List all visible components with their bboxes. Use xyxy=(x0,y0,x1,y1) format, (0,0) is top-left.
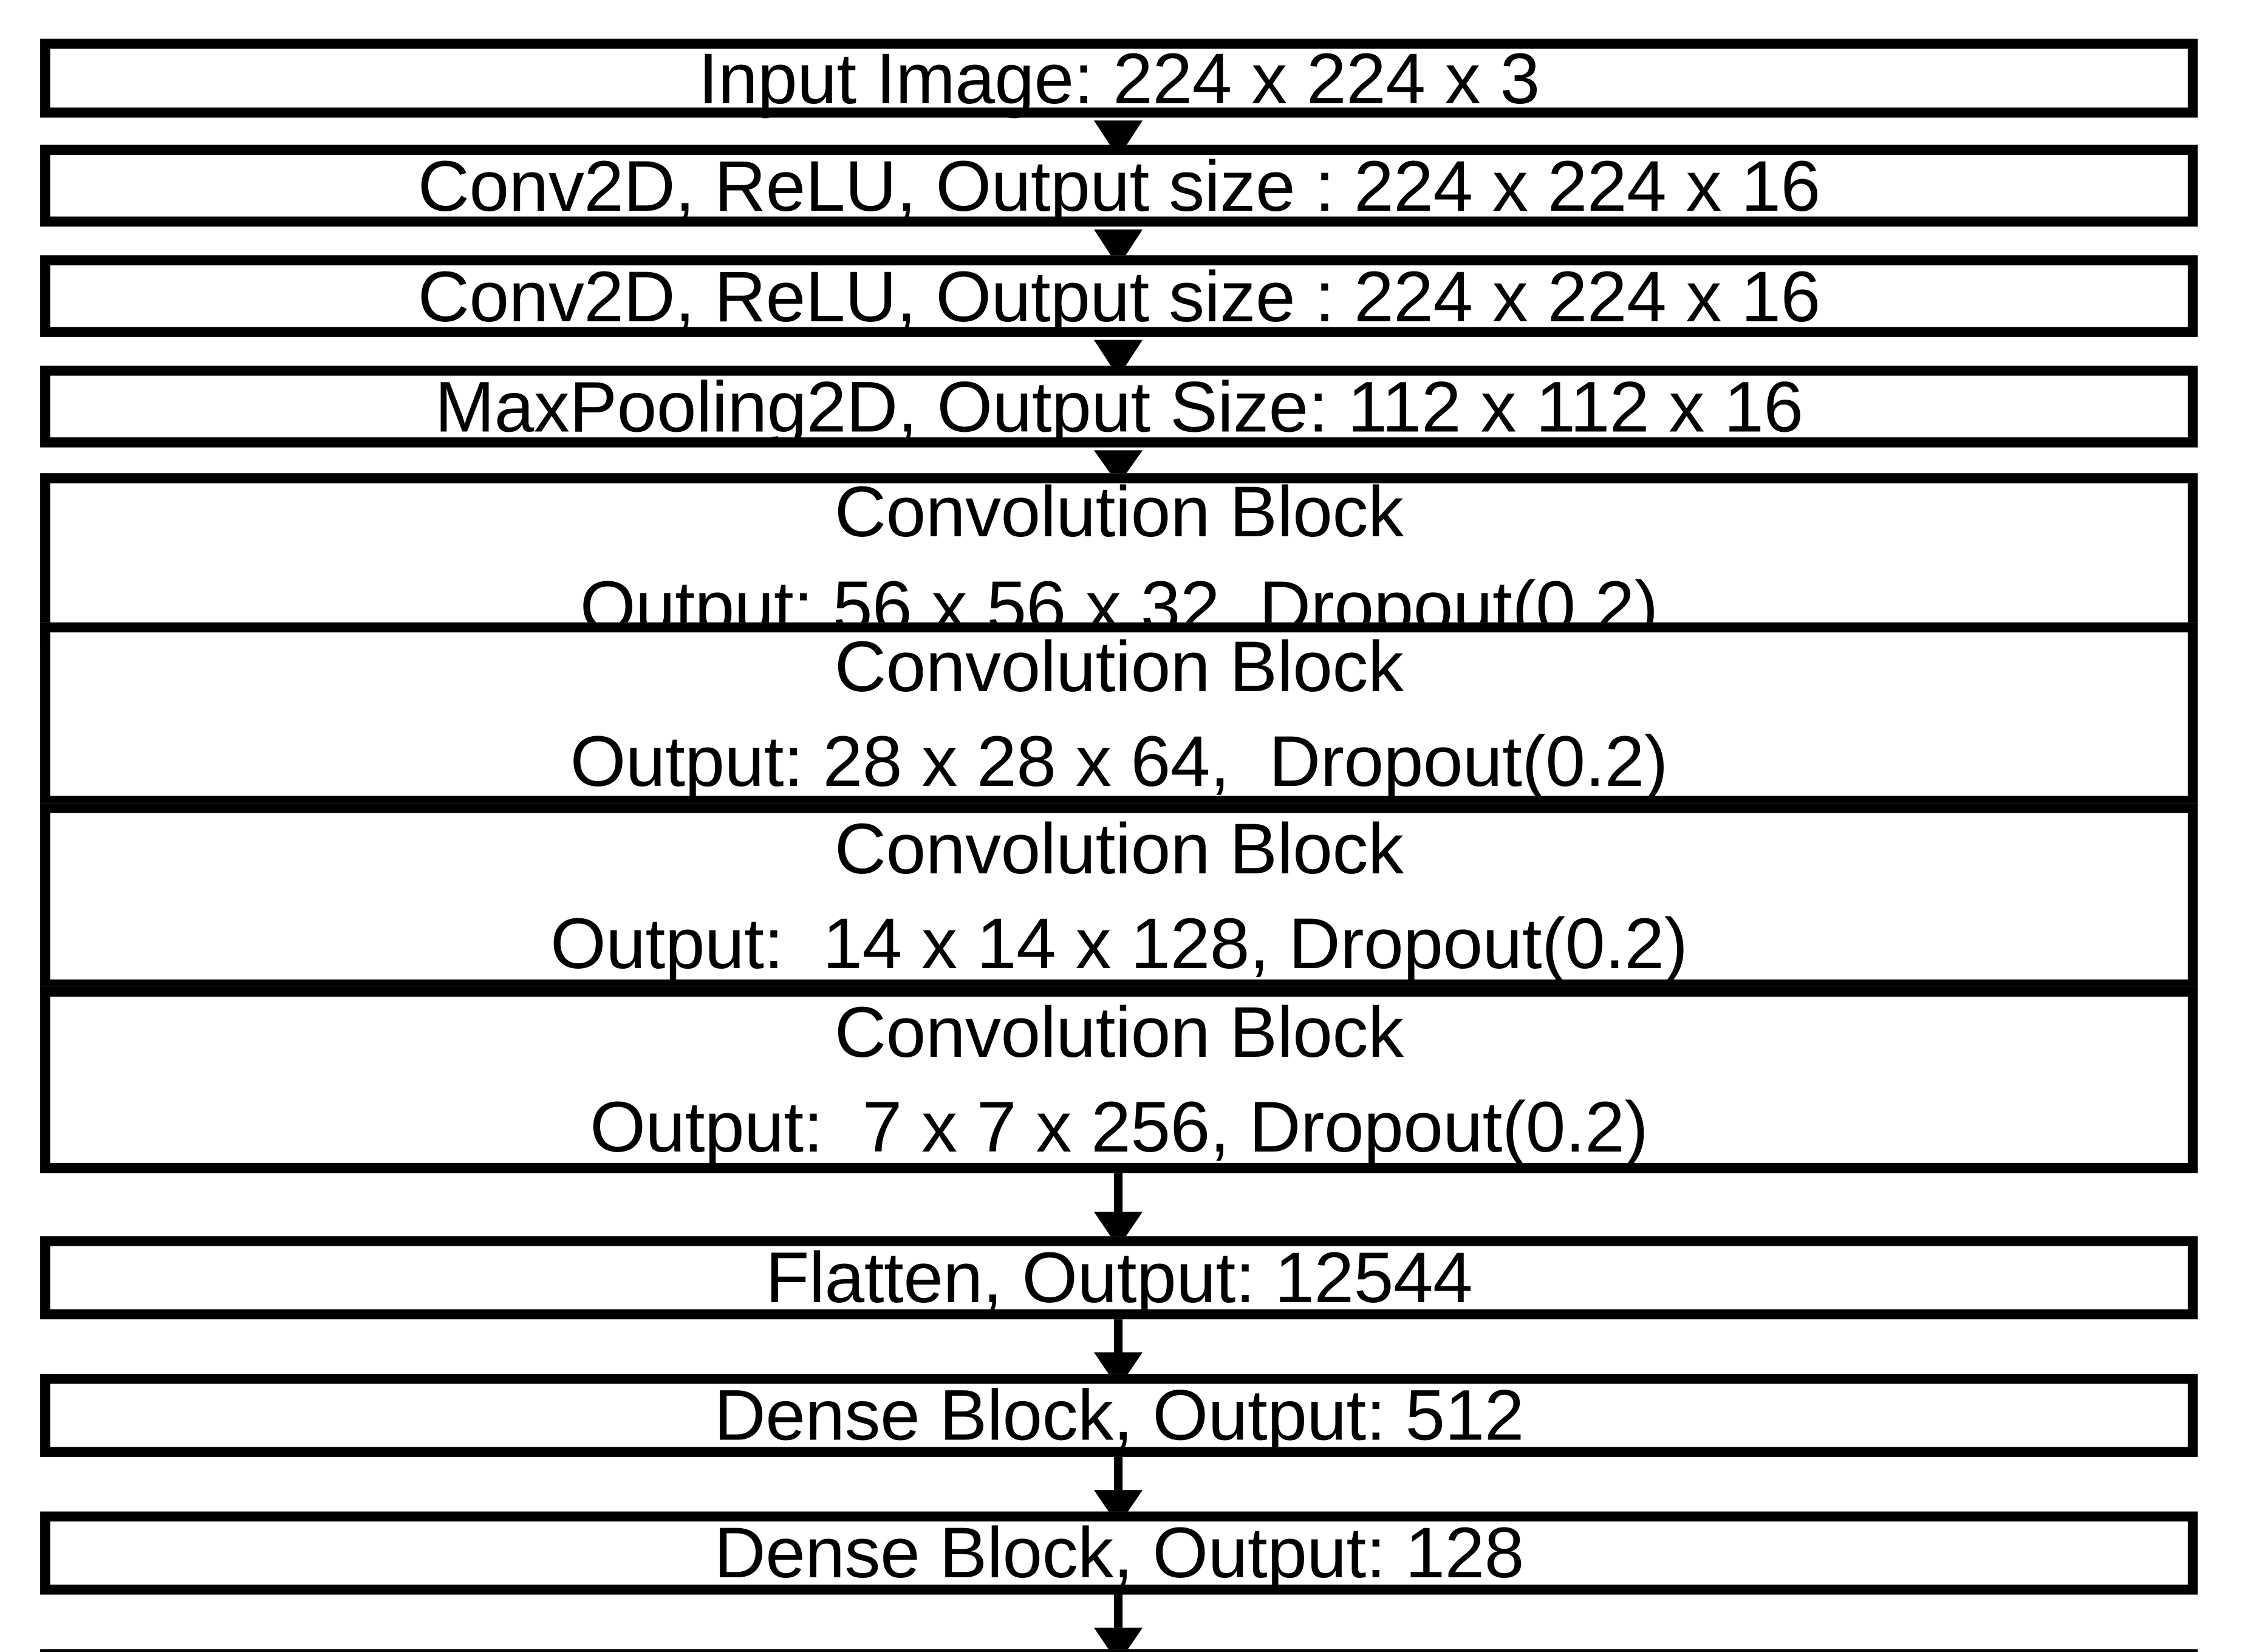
node-line: Flatten, Output: 12544 xyxy=(765,1237,1473,1318)
node-dense-block-512[interactable]: Dense Block, Output: 512 xyxy=(40,1373,2198,1457)
node-line: Conv2D, ReLU, Output size : 224 x 224 x … xyxy=(417,145,1820,226)
node-line: Dense Block, Output: 128 xyxy=(714,1512,1524,1594)
node-convolution-block-3[interactable]: Convolution Block Output: 14 x 14 x 128,… xyxy=(40,803,2198,990)
node-convolution-block-4[interactable]: Convolution Block Output: 7 x 7 x 256, D… xyxy=(40,986,2198,1173)
node-flatten[interactable]: Flatten, Output: 12544 xyxy=(40,1236,2198,1320)
node-line: Output: 28 x 28 x 64, Dropout(0.2) xyxy=(570,721,1669,802)
node-line: Dense Block, Output: 512 xyxy=(714,1375,1524,1456)
node-maxpooling2d[interactable]: MaxPooling2D, Output Size: 112 x 112 x 1… xyxy=(40,366,2198,448)
node-line: Conv2D, ReLU, Output size : 224 x 224 x … xyxy=(417,256,1820,336)
node-line: Output: 14 x 14 x 128, Dropout(0.2) xyxy=(550,903,1688,984)
node-line: Convolution Block xyxy=(834,626,1404,708)
node-line: Dense Block, Output: 64 xyxy=(734,1643,1505,1652)
node-input-image[interactable]: Input Image: 224 x 224 x 3 xyxy=(40,38,2198,118)
node-conv2d-1[interactable]: Conv2D, ReLU, Output size : 224 x 224 x … xyxy=(40,145,2198,227)
node-line: Convolution Block xyxy=(834,471,1404,553)
node-line: Output: 7 x 7 x 256, Dropout(0.2) xyxy=(590,1087,1648,1167)
node-dense-block-64[interactable]: Dense Block, Output: 64 xyxy=(40,1649,2198,1652)
node-line: Convolution Block xyxy=(834,808,1404,889)
node-line: Convolution Block xyxy=(834,992,1404,1073)
node-convolution-block-2[interactable]: Convolution Block Output: 28 x 28 x 64, … xyxy=(40,622,2198,806)
node-line: Input Image: 224 x 224 x 3 xyxy=(698,38,1540,118)
node-conv2d-2[interactable]: Conv2D, ReLU, Output size : 224 x 224 x … xyxy=(40,255,2198,337)
arrow-dense128-to-dense64 xyxy=(1093,1594,1144,1652)
node-dense-block-128[interactable]: Dense Block, Output: 128 xyxy=(40,1511,2198,1595)
node-line: MaxPooling2D, Output Size: 112 x 112 x 1… xyxy=(434,366,1803,447)
